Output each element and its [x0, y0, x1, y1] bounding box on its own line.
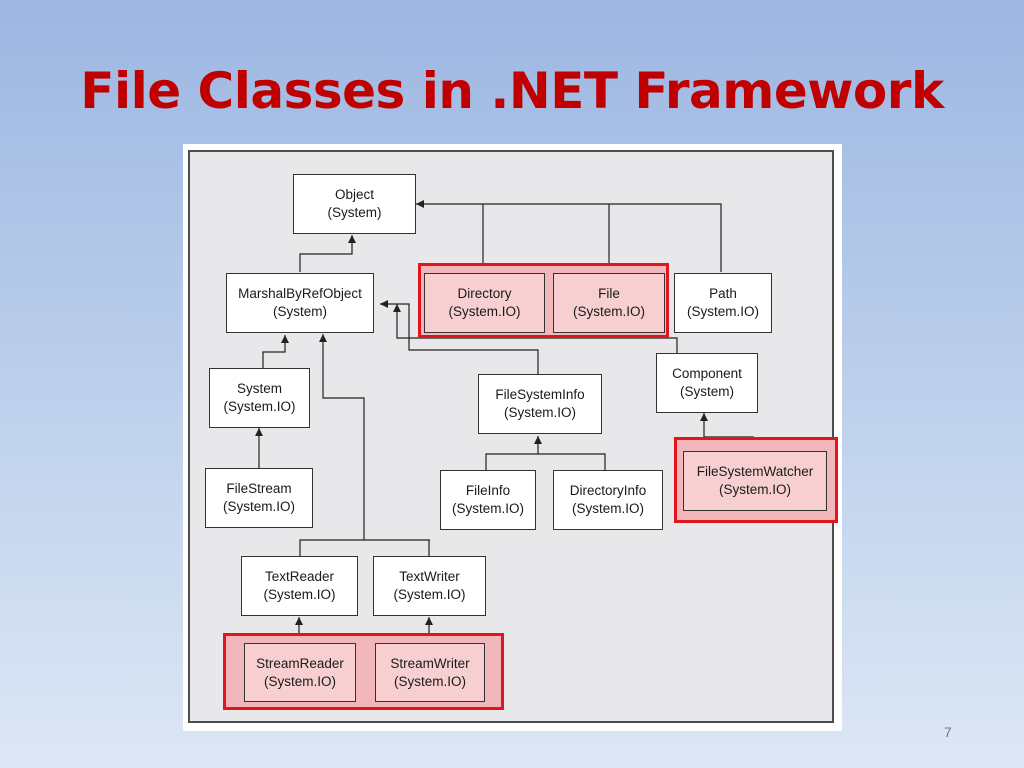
connector-text-marshal [299, 539, 430, 556]
node-directory-name: Directory [457, 286, 512, 301]
connector-marshal-object [299, 235, 356, 272]
connector-fileinfo-filesysteminfo [485, 453, 606, 470]
node-streamwriter-name: StreamWriter [390, 655, 470, 671]
node-marshalbyrefobject: MarshalByRefObject (System) [226, 273, 374, 333]
node-textreader-name: TextReader [264, 569, 335, 584]
diagram-canvas: Object (System) MarshalByRefObject (Syst… [188, 150, 838, 723]
connector-textbase-marshal [319, 334, 365, 540]
node-fileinfo: FileInfo (System.IO) [440, 470, 536, 530]
node-textreader-namespace: (System.IO) [263, 587, 336, 602]
node-streamreader-name: StreamReader [256, 655, 344, 671]
node-filesystemwatcher-name: FileSystemWatcher [696, 464, 814, 479]
node-object-namespace: (System) [327, 205, 382, 220]
connector-stream-marshal [262, 335, 289, 369]
node-streamwriter: StreamWriter (System.IO) [375, 643, 485, 702]
slide-title: File Classes in .NET Framework [80, 62, 944, 120]
node-fileinfo-name: FileInfo [465, 483, 511, 498]
node-marshal-name: MarshalByRefObject [238, 286, 362, 301]
connector-component-marshal [393, 304, 678, 354]
node-textwriter-namespace: (System.IO) [393, 587, 466, 602]
node-marshal-namespace: (System) [273, 304, 327, 319]
node-path-namespace: (System.IO) [686, 304, 759, 319]
node-file-name: File [598, 286, 620, 301]
node-streamreader-namespace: (System.IO) [263, 673, 336, 689]
node-streamreader: StreamReader (System.IO) [244, 643, 356, 702]
node-stream-name: System [236, 381, 282, 396]
connector-path-object [416, 200, 722, 272]
node-stream: System (System.IO) [209, 368, 310, 428]
node-fileinfo-namespace: (System.IO) [451, 501, 524, 516]
node-path-name: Path [709, 286, 737, 301]
node-filestream: FileStream (System.IO) [205, 468, 313, 528]
node-directoryinfo-name: DirectoryInfo [569, 483, 647, 498]
node-filesystemwatcher: FileSystemWatcher (System.IO) [683, 451, 827, 511]
node-streamwriter-namespace: (System.IO) [393, 673, 466, 689]
node-textwriter-name: TextWriter [399, 569, 460, 584]
node-filestream-namespace: (System.IO) [222, 499, 295, 514]
node-filesystemwatcher-namespace: (System.IO) [718, 482, 791, 497]
node-file: File (System.IO) [553, 273, 665, 333]
node-filesysteminfo-namespace: (System.IO) [503, 405, 576, 420]
node-directory: Directory (System.IO) [424, 273, 545, 333]
node-file-namespace: (System.IO) [572, 304, 645, 319]
node-directory-namespace: (System.IO) [448, 304, 521, 319]
node-textwriter: TextWriter (System.IO) [373, 556, 486, 616]
node-stream-namespace: (System.IO) [223, 399, 296, 414]
node-directoryinfo-namespace: (System.IO) [571, 501, 644, 516]
class-diagram-figure: Object (System) MarshalByRefObject (Syst… [183, 144, 842, 731]
node-component: Component (System) [656, 353, 758, 413]
node-component-name: Component [672, 366, 742, 381]
connector-filesysteminfo-marshal [380, 300, 539, 374]
node-directoryinfo: DirectoryInfo (System.IO) [553, 470, 663, 530]
node-filesysteminfo: FileSystemInfo (System.IO) [478, 374, 602, 434]
node-object-name: Object [334, 187, 375, 202]
node-filestream-name: FileStream [226, 481, 292, 496]
node-path: Path (System.IO) [674, 273, 772, 333]
node-filesysteminfo-name: FileSystemInfo [495, 387, 585, 402]
node-textreader: TextReader (System.IO) [241, 556, 358, 616]
page-number: 7 [944, 724, 952, 740]
node-component-namespace: (System) [680, 384, 734, 399]
node-object: Object (System) [293, 174, 416, 234]
